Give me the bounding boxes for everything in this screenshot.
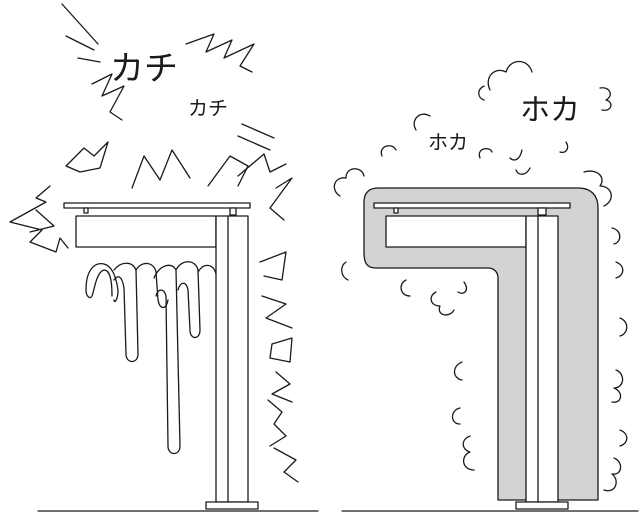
desk-rail-cold bbox=[75, 215, 217, 248]
warm-desk-scene bbox=[333, 60, 639, 512]
desk-rail-warm bbox=[385, 215, 527, 248]
click-sound-small: カチ bbox=[188, 96, 228, 120]
click-sound-large: カチ bbox=[110, 49, 178, 89]
desk-top-cold bbox=[63, 202, 251, 209]
desk-leg-cold bbox=[215, 215, 249, 503]
shock-lines bbox=[61, 3, 275, 151]
desk-top-warm bbox=[373, 202, 571, 209]
warm-sound-large: ホカ bbox=[520, 93, 580, 128]
warm-puffs bbox=[333, 60, 628, 492]
desk-leg-warm bbox=[525, 215, 559, 503]
cold-desk-scene bbox=[9, 3, 319, 512]
warm-sound-small: ホカ bbox=[428, 130, 468, 154]
drip-shapes bbox=[85, 261, 217, 455]
desk-foot-cold bbox=[205, 501, 259, 510]
desk-foot-warm bbox=[515, 501, 569, 510]
cold-fragments bbox=[9, 141, 299, 483]
